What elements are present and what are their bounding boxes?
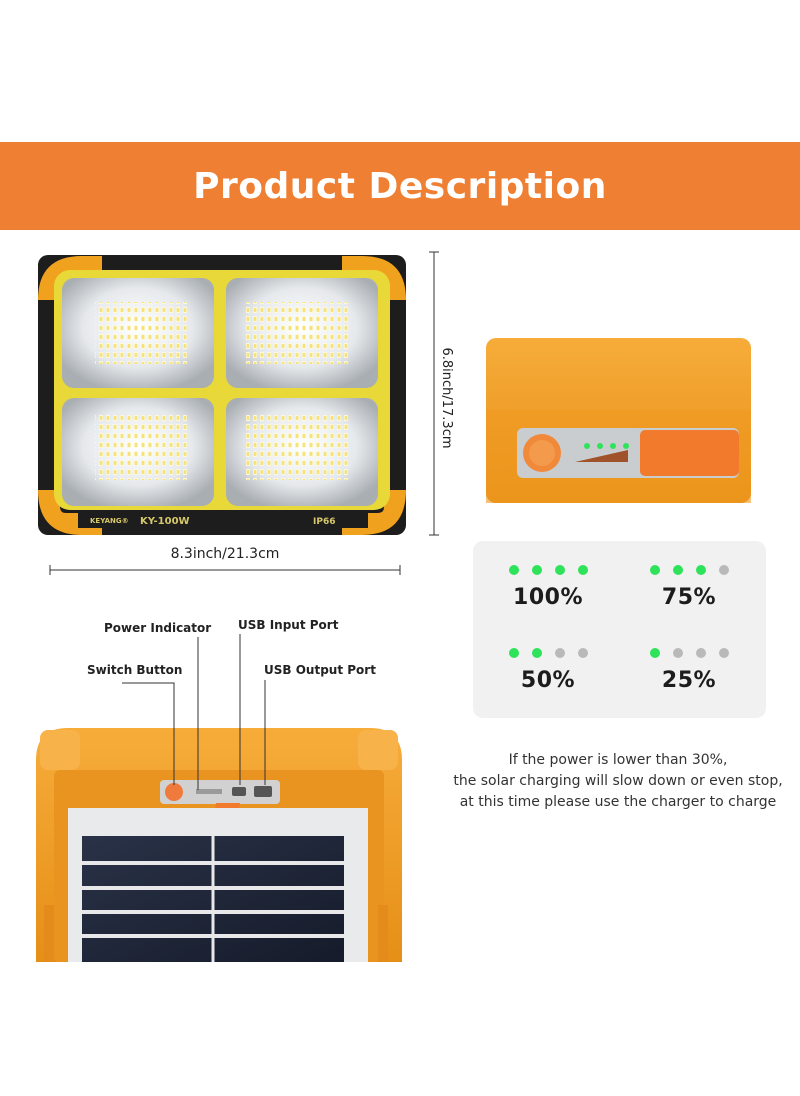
indicator-dot: [695, 565, 706, 575]
charging-note-line-1: If the power is lower than 30%,: [508, 752, 728, 768]
side-control-panel: [486, 338, 751, 503]
ip-rating-label: IP66: [313, 517, 335, 527]
indicator-dot: [649, 648, 660, 658]
width-dimension-label: 8.3inch/21.3cm: [170, 546, 280, 562]
height-dimension-label: 6.8inch/17.3cm: [439, 347, 454, 449]
indicator-dot: [718, 648, 729, 658]
indicator-dot: [672, 565, 683, 575]
battery-level-50: 50%: [488, 648, 608, 693]
brand-label: KEYANG®: [90, 517, 129, 525]
indicator-dots-50: [488, 648, 608, 660]
charging-note-line-3: at this time please use the charger to c…: [459, 794, 777, 810]
battery-level-100: 100%: [488, 565, 608, 610]
rear-switch-button: [165, 783, 183, 801]
indicator-dots-75: [629, 565, 749, 577]
indicator-dot: [508, 648, 519, 658]
led-module-top-right: [226, 278, 378, 388]
led-module-bottom-left: [62, 398, 214, 506]
power-indicator-label: Power Indicator: [104, 621, 212, 635]
battery-level-card: 100% 75% 50% 25%: [473, 541, 766, 718]
indicator-dots-25: [629, 648, 749, 660]
height-dimension-line: [429, 251, 439, 536]
indicator-dot: [718, 565, 729, 575]
indicator-dot: [531, 648, 542, 658]
usb-input-port-label: USB Input Port: [238, 618, 339, 632]
front-led-panel: KEYANG® KY-100W IP66: [38, 255, 406, 535]
rear-solar-unit: [36, 728, 402, 962]
battery-percent-label: 75%: [661, 585, 717, 610]
led-module-top-left: [62, 278, 214, 388]
charging-note: If the power is lower than 30%, the sola…: [448, 750, 788, 813]
indicator-dot: [649, 565, 660, 575]
battery-percent-label: 25%: [661, 668, 717, 693]
indicator-dots-100: [488, 565, 608, 577]
indicator-dot: [577, 565, 588, 575]
model-label: KY-100W: [140, 516, 190, 527]
usb-output-port-label: USB Output Port: [264, 663, 376, 677]
indicator-dot: [554, 648, 565, 658]
indicator-dot: [554, 565, 565, 575]
indicator-dot: [531, 565, 542, 575]
indicator-dot: [577, 648, 588, 658]
port-cover: [640, 430, 739, 476]
battery-level-75: 75%: [629, 565, 749, 610]
switch-button-label: Switch Button: [87, 663, 183, 677]
banner-title: Product Description: [193, 165, 607, 207]
battery-percent-label: 50%: [520, 668, 576, 693]
indicator-dot: [672, 648, 683, 658]
battery-percent-label: 100%: [513, 585, 583, 610]
product-description-banner: Product Description: [0, 142, 800, 230]
led-module-bottom-right: [226, 398, 378, 506]
charging-note-line-2: the solar charging will slow down or eve…: [453, 773, 783, 789]
indicator-dot: [508, 565, 519, 575]
battery-level-25: 25%: [629, 648, 749, 693]
width-dimension-line: [49, 565, 401, 575]
indicator-dot: [695, 648, 706, 658]
callout-leader-lines: [122, 634, 266, 790]
usb-input-slot: [575, 450, 628, 462]
